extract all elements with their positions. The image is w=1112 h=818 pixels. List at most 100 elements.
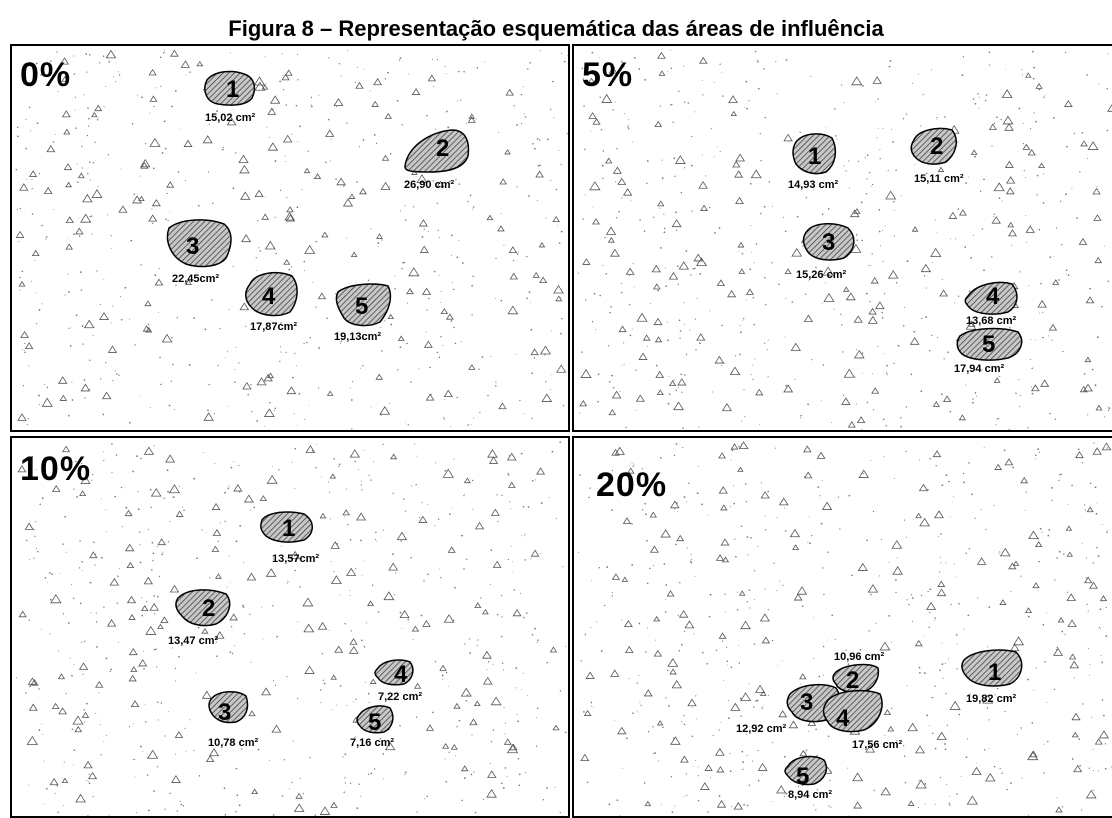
aggregate-triangle [1094, 215, 1101, 220]
aggregate-dot [106, 658, 108, 660]
aggregate-dot [754, 599, 755, 600]
aggregate-dot [150, 407, 151, 408]
aggregate-dot [227, 487, 229, 489]
aggregate-dot [82, 674, 83, 675]
aggregate-dot [686, 795, 687, 796]
aggregate-triangle [539, 243, 544, 247]
aggregate-dot [1092, 369, 1094, 371]
aggregate-dot [175, 56, 176, 57]
aggregate-dot [230, 52, 231, 53]
aggregate-dot [896, 558, 897, 559]
aggregate-dot [720, 722, 721, 723]
aggregate-dot [91, 480, 92, 481]
aggregate-dot [463, 71, 465, 73]
aggregate-dot [461, 535, 463, 537]
aggregate-dot [784, 337, 785, 338]
aggregate-dot [1051, 500, 1052, 501]
aggregate-triangle [286, 70, 292, 75]
aggregate-dot [1012, 467, 1014, 469]
aggregate-dot [612, 109, 613, 110]
aggregate-triangle [81, 384, 89, 391]
aggregate-triangle [106, 51, 115, 58]
aggregate-dot [24, 350, 25, 351]
aggregate-triangle [384, 592, 394, 600]
aggregate-dot [163, 52, 165, 54]
aggregate-triangle [1006, 161, 1014, 167]
aggregate-triangle [318, 293, 325, 299]
aggregate-dot [342, 756, 343, 757]
aggregate-triangle [444, 615, 453, 622]
aggregate-triangle [793, 545, 799, 550]
aggregate-triangle [678, 379, 686, 385]
aggregate-dot [669, 393, 671, 395]
aggregate-dot [911, 594, 912, 595]
aggregate-dot [1097, 336, 1099, 338]
aggregate-dot [1010, 591, 1011, 592]
aggregate-triangle [64, 164, 71, 170]
aggregate-dot [997, 688, 998, 689]
aggregate-triangle [893, 567, 902, 574]
aggregate-dot [695, 576, 696, 577]
aggregate-dot [1038, 561, 1039, 562]
aggregate-dot [81, 642, 82, 643]
aggregate-dot [835, 639, 836, 640]
aggregate-dot [985, 529, 986, 530]
aggregate-triangle [499, 403, 506, 409]
aggregate-dot [890, 60, 892, 62]
aggregate-dot [1084, 373, 1086, 375]
aggregate-triangle [426, 394, 433, 400]
aggregate-dot [421, 502, 422, 503]
aggregate-dot [524, 113, 525, 114]
aggregate-dot [657, 290, 659, 292]
aggregate-dot [929, 725, 930, 726]
aggregate-dot [777, 665, 778, 666]
aggregate-dot [856, 404, 857, 405]
aggregate-dot [998, 418, 999, 419]
aggregate-dot [742, 253, 743, 254]
region-number: 5 [368, 709, 381, 736]
aggregate-dot [374, 134, 376, 136]
aggregate-dot [235, 347, 236, 348]
aggregate-dot [447, 127, 449, 129]
aggregate-dot [218, 365, 219, 366]
aggregate-dot [163, 498, 164, 499]
aggregate-dot [390, 153, 392, 155]
aggregate-dot [735, 556, 737, 558]
aggregate-triangle [990, 124, 997, 129]
aggregate-dot [944, 358, 945, 359]
aggregate-dot [472, 509, 473, 510]
aggregate-dot [949, 796, 950, 797]
aggregate-dot [684, 374, 686, 376]
aggregate-triangle [428, 75, 435, 81]
aggregate-dot [559, 242, 561, 244]
aggregate-dot [296, 105, 298, 107]
aggregate-dot [1035, 455, 1037, 457]
aggregate-dot [561, 318, 562, 319]
aggregate-triangle [318, 623, 326, 630]
aggregate-dot [164, 50, 165, 51]
aggregate-dot [546, 662, 548, 664]
aggregate-triangle [247, 573, 255, 580]
aggregate-dot [603, 150, 605, 152]
aggregate-dot [631, 523, 633, 525]
aggregate-triangle [63, 111, 70, 117]
aggregate-triangle [425, 341, 433, 347]
aggregate-dot [1093, 770, 1094, 771]
aggregate-triangle [854, 802, 861, 808]
aggregate-dot [157, 546, 158, 547]
aggregate-dot [89, 782, 91, 784]
aggregate-dot [430, 394, 432, 396]
aggregate-dot [872, 184, 873, 185]
aggregate-dot [1057, 647, 1059, 649]
aggregate-dot [498, 132, 499, 133]
aggregate-dot [646, 182, 648, 184]
aggregate-dot [36, 323, 37, 324]
aggregate-dot [113, 76, 114, 77]
aggregate-dot [139, 544, 140, 545]
aggregate-dot [89, 774, 90, 775]
aggregate-dot [1086, 577, 1087, 578]
aggregate-dot [376, 143, 377, 144]
aggregate-dot [683, 302, 684, 303]
aggregate-dot [355, 699, 356, 700]
aggregate-dot [532, 634, 534, 636]
